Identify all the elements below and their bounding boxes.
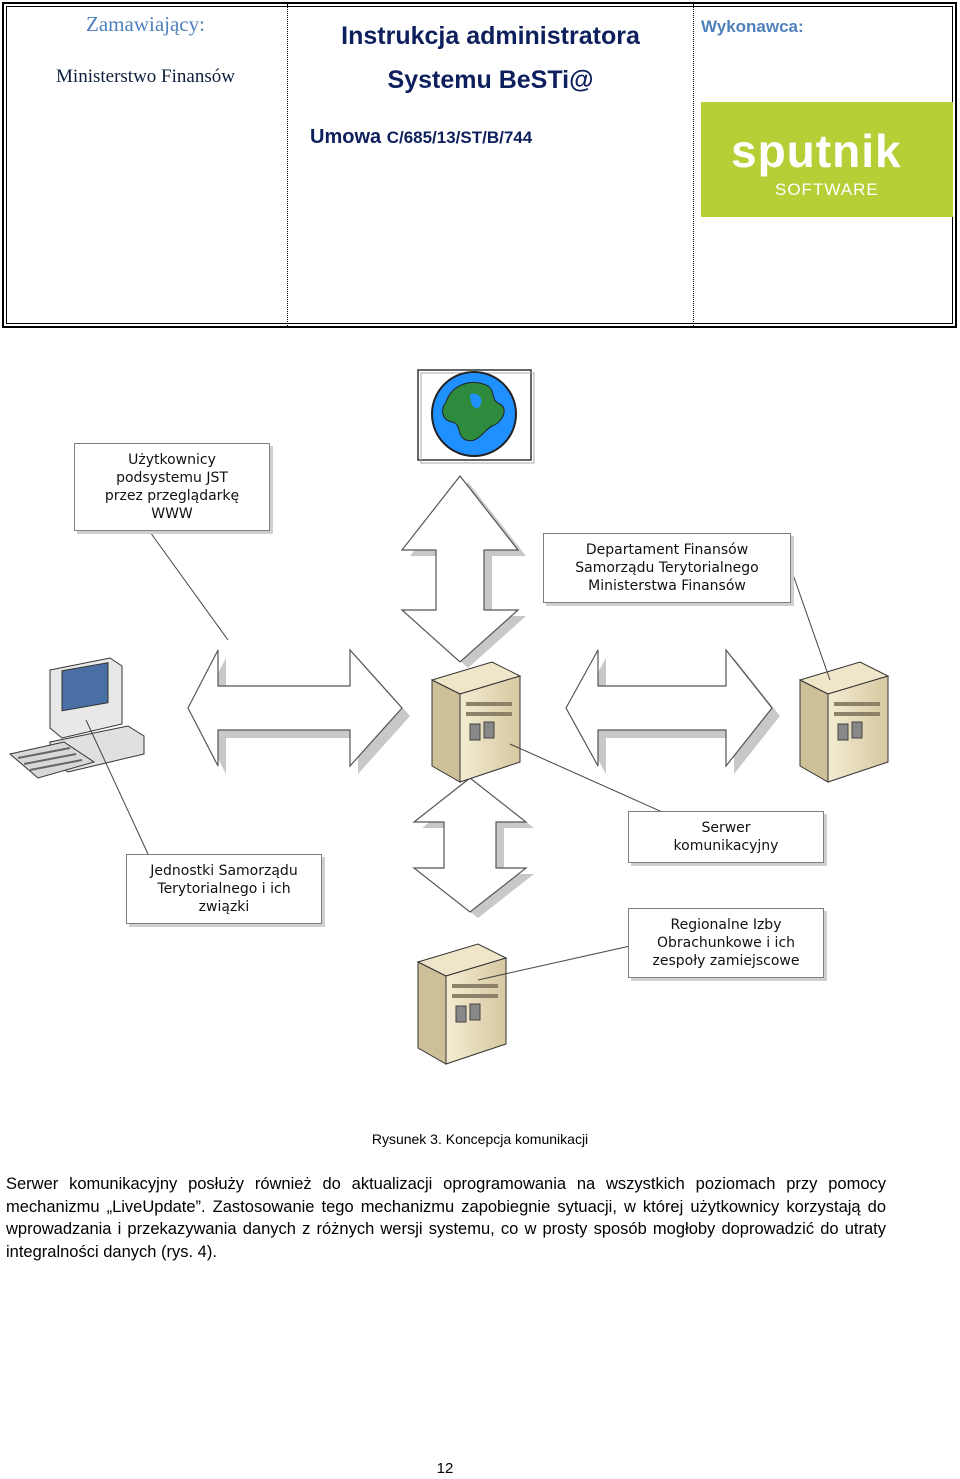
label-jst-units: Jednostki Samorządu Terytorialnego i ich… (126, 854, 322, 924)
globe-icon (417, 369, 535, 464)
label-line: podsystemu JST (116, 470, 228, 486)
system-name: Systemu BeSTi@ (387, 66, 594, 94)
label-line: Samorządu Terytorialnego (575, 560, 759, 576)
vendor-label: Wykonawca: (701, 17, 804, 36)
label-line: Obrachunkowe i ich (656, 935, 796, 951)
diagram-graphics (8, 369, 889, 1065)
callout-line (789, 565, 831, 681)
document-header: Zamawiający: Ministerstwo Finansów Instr… (2, 2, 957, 328)
label-line: związki (198, 899, 250, 915)
horizontal-arrow-right (565, 648, 780, 774)
vertical-arrow-bottom (412, 777, 534, 918)
contract-prefix: Umowa (310, 126, 382, 148)
label-line: komunikacyjny (673, 838, 779, 854)
label-line: Ministerstwa Finansów (588, 578, 746, 594)
page-number: 12 (436, 1460, 454, 1477)
figure-caption: Rysunek 3. Koncepcja komunikacji (371, 1131, 589, 1147)
logo-subtitle: SOFTWARE (775, 180, 879, 199)
label-line: Serwer (701, 820, 751, 836)
server-icon (431, 661, 521, 783)
contract-number: C/685/13/ST/B/744 (386, 128, 533, 147)
label-rio: Regionalne Izby Obrachunkowe i ich zespo… (628, 908, 824, 978)
header-divider (287, 4, 288, 326)
label-line: zespoły zamiejscowe (652, 953, 800, 969)
label-line: Terytorialnego i ich (157, 881, 291, 897)
callout-line (149, 531, 229, 641)
label-www-users: Użytkownicy podsystemu JST przez przeglą… (74, 443, 270, 531)
label-line: Departament Finansów (585, 542, 749, 558)
document-title: Instrukcja administratora (341, 22, 640, 50)
label-line: Jednostki Samorządu (150, 863, 298, 879)
label-department: Departament Finansów Samorządu Terytoria… (543, 533, 791, 603)
label-line: WWW (151, 506, 193, 522)
label-comm-server: Serwer komunikacyjny (628, 811, 824, 863)
vertical-arrow-top (400, 475, 526, 668)
server-icon (799, 661, 889, 783)
horizontal-arrow-left (187, 648, 410, 774)
workstation-icon (8, 657, 145, 779)
communication-diagram: Użytkownicy podsystemu JST przez przeglą… (0, 340, 960, 1120)
header-divider (693, 4, 694, 326)
label-line: Regionalne Izby (670, 917, 782, 933)
contract-reference: Umowa C/685/13/ST/B/744 (310, 126, 532, 149)
client-label: Zamawiający: (86, 12, 205, 36)
server-icon (417, 943, 507, 1065)
callout-line (509, 743, 681, 821)
callout-line (477, 945, 631, 981)
body-paragraph: Serwer komunikacyjny posłuży również do … (6, 1175, 886, 1261)
sputnik-logo: sputnik SOFTWARE (701, 102, 953, 217)
client-name: Ministerstwo Finansów (56, 66, 235, 87)
logo-wordmark: sputnik (731, 125, 902, 177)
label-line: przez przeglądarkę (104, 488, 240, 504)
label-line: Użytkownicy (128, 452, 216, 468)
callout-line (85, 719, 149, 855)
